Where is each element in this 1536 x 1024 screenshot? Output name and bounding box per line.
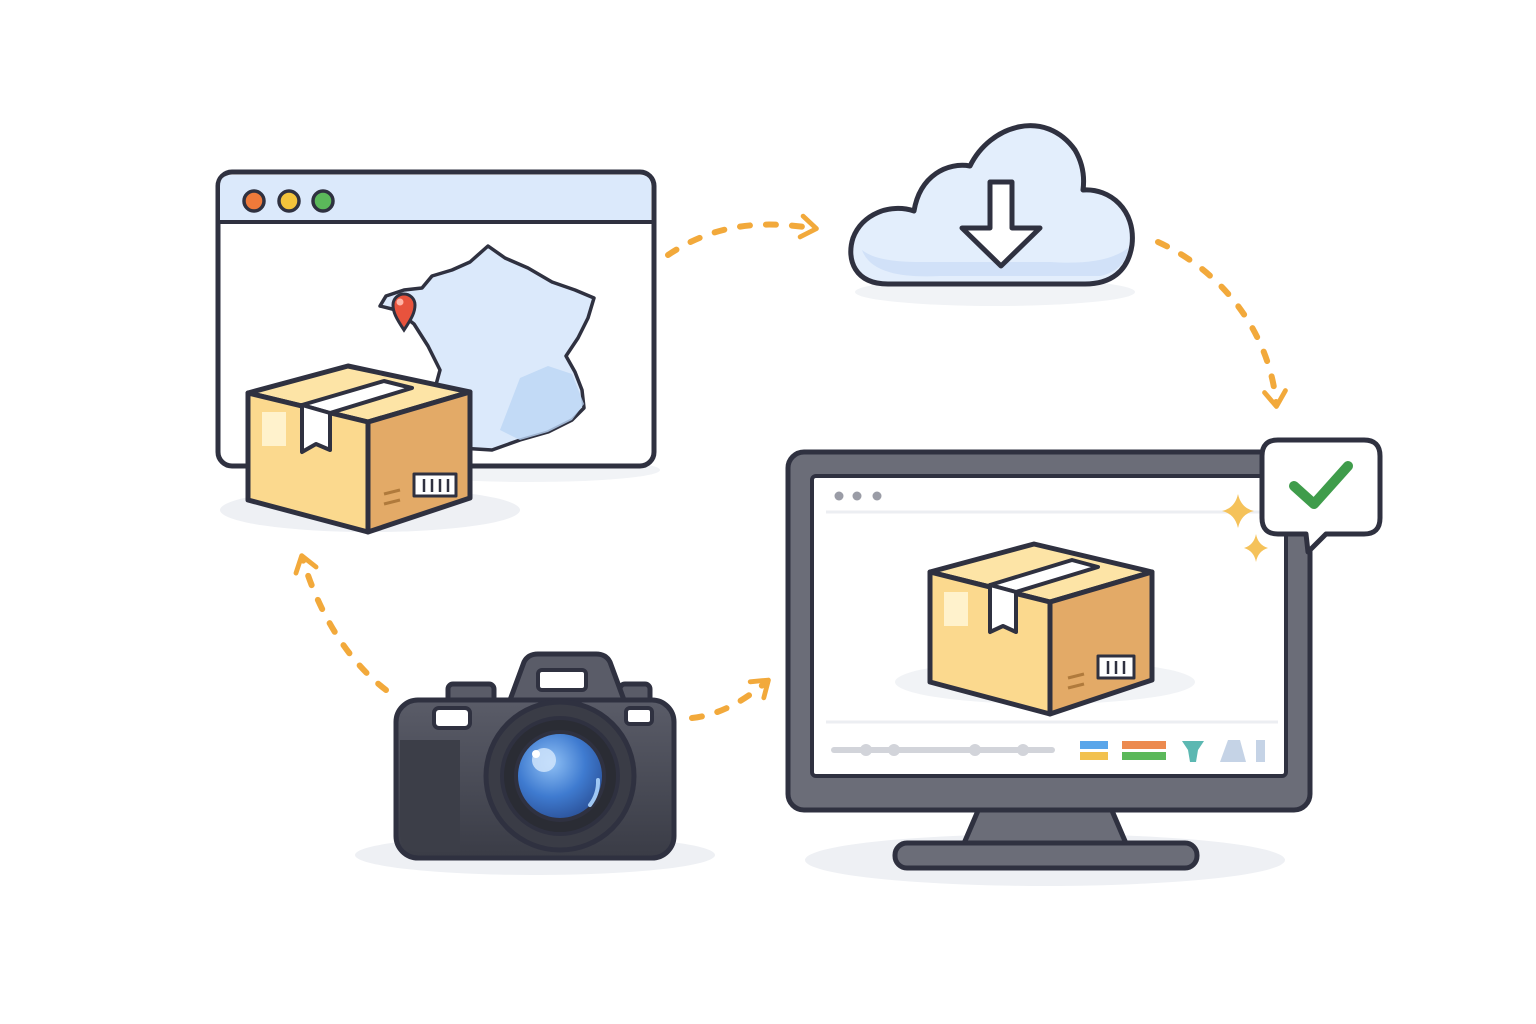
- editor-slider[interactable]: [831, 744, 1055, 756]
- arrow-cloud-to-monitor: [1155, 239, 1288, 409]
- camera-icon: [393, 651, 677, 861]
- arrow-camera-to-monitor: [689, 677, 771, 721]
- pin-tool-icon[interactable]: [1182, 741, 1204, 762]
- shape-tool-icon[interactable]: [1220, 740, 1246, 762]
- sparkle-icon: [1222, 494, 1254, 528]
- window-dot-yellow[interactable]: [277, 189, 301, 213]
- browser-map-node: [215, 169, 660, 535]
- window-dot-green[interactable]: [311, 189, 335, 213]
- package-box-icon: [245, 363, 473, 535]
- checkmark-icon: [1289, 461, 1353, 509]
- check-badge: [1259, 437, 1383, 555]
- flow-arrows: [293, 213, 1288, 721]
- swatch-orange-green[interactable]: [1122, 741, 1166, 760]
- camera-node: [355, 651, 715, 875]
- package-preview-icon: [927, 541, 1155, 717]
- window-dot-red[interactable]: [242, 189, 266, 213]
- map-pin-icon: [391, 292, 417, 333]
- swatch-blue-yellow[interactable]: [1080, 741, 1108, 760]
- monitor-node: [785, 437, 1383, 886]
- layer-tool-icon[interactable]: [1256, 740, 1265, 762]
- arrow-browser-to-cloud: [665, 213, 819, 258]
- download-arrow-icon: [959, 179, 1043, 269]
- sparkle-small-icon: [1244, 534, 1268, 562]
- cloud-download-node: [848, 123, 1135, 306]
- monitor-base: [892, 840, 1200, 871]
- arrow-camera-to-browser: [293, 553, 389, 693]
